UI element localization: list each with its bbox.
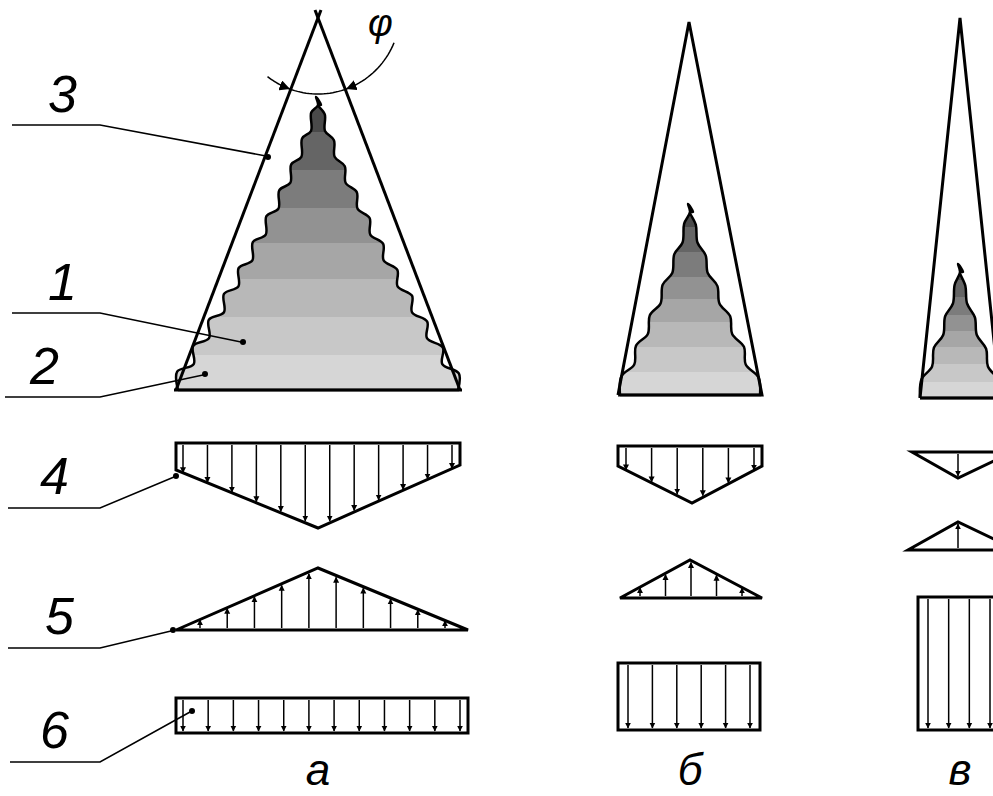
load-arrow bbox=[948, 599, 950, 728]
variant-letter: б bbox=[678, 748, 703, 792]
load-arrow bbox=[207, 445, 209, 482]
load-arrow bbox=[308, 700, 310, 731]
leader-dots bbox=[170, 154, 271, 714]
load-arrow bbox=[353, 445, 355, 510]
load-arrow bbox=[676, 448, 678, 494]
load-arrow bbox=[725, 665, 727, 728]
load-arrow bbox=[402, 445, 404, 489]
callout-number: 1 bbox=[48, 256, 77, 308]
load-arrow bbox=[363, 588, 365, 628]
load-arrow bbox=[254, 597, 256, 628]
flame bbox=[620, 204, 760, 395]
angle-symbol: φ bbox=[368, 4, 393, 42]
cone-outlines bbox=[174, 10, 993, 398]
load-arrow bbox=[434, 700, 436, 731]
load-arrow bbox=[409, 700, 411, 731]
load-arrow bbox=[459, 700, 461, 731]
load-arrow bbox=[207, 700, 209, 731]
angle-dimension bbox=[268, 43, 395, 94]
load-arrow bbox=[665, 575, 667, 596]
load-arrow bbox=[627, 665, 629, 728]
load-arrow bbox=[728, 448, 730, 483]
load-arrow bbox=[652, 665, 654, 728]
angle-arc bbox=[289, 89, 347, 94]
load-arrow bbox=[333, 700, 335, 731]
load-arrow bbox=[231, 445, 233, 492]
load-arrow bbox=[927, 599, 929, 728]
load-arrow bbox=[651, 448, 653, 482]
load-arrow bbox=[639, 588, 641, 596]
load-arrow bbox=[749, 665, 751, 728]
flame-shapes bbox=[176, 97, 993, 398]
load-arrow bbox=[957, 524, 959, 548]
callout-number: 6 bbox=[40, 704, 69, 756]
load-arrow bbox=[625, 448, 627, 470]
variant-letter: в bbox=[949, 748, 972, 792]
load-arrow bbox=[329, 445, 331, 521]
leader-lines bbox=[5, 125, 266, 762]
load-arrow bbox=[256, 445, 258, 502]
load-arrow bbox=[702, 448, 704, 496]
load-arrow bbox=[258, 700, 260, 731]
load-arrow bbox=[305, 445, 307, 521]
load-arrow bbox=[308, 574, 310, 628]
load-arrow bbox=[989, 599, 991, 728]
load-arrow bbox=[676, 665, 678, 728]
angle-arrow bbox=[268, 77, 289, 89]
load-arrow bbox=[427, 445, 429, 479]
load-arrow bbox=[753, 448, 755, 470]
load-arrow bbox=[716, 575, 718, 596]
flame bbox=[176, 97, 460, 390]
load-arrow bbox=[451, 445, 453, 468]
load-arrow bbox=[741, 588, 743, 596]
angle-arrow bbox=[347, 43, 394, 89]
load-arrow bbox=[182, 445, 184, 473]
load-diagrams bbox=[176, 443, 993, 733]
load-arrow bbox=[690, 563, 692, 597]
callout-number: 2 bbox=[30, 340, 59, 392]
load-arrow bbox=[957, 454, 959, 476]
load-arrow bbox=[199, 620, 201, 628]
load-arrow bbox=[283, 700, 285, 731]
load-arrow bbox=[700, 665, 702, 728]
load-arrow bbox=[378, 445, 380, 500]
load-arrow bbox=[969, 599, 971, 728]
load-arrow bbox=[335, 577, 337, 628]
callout-number: 4 bbox=[40, 450, 69, 502]
load-arrow bbox=[280, 445, 282, 511]
load-arrow bbox=[226, 608, 228, 628]
callout-number: 5 bbox=[45, 590, 74, 642]
load-arrow bbox=[359, 700, 361, 731]
load-arrows bbox=[183, 445, 990, 731]
load-arrow bbox=[281, 585, 283, 628]
variant-letter: а bbox=[306, 748, 330, 792]
callout-number: 3 bbox=[48, 68, 77, 120]
load-arrow bbox=[417, 610, 419, 628]
load-arrow bbox=[233, 700, 235, 731]
load-arrow bbox=[390, 599, 392, 628]
load-arrow bbox=[384, 700, 386, 731]
load-arrow bbox=[444, 621, 446, 628]
